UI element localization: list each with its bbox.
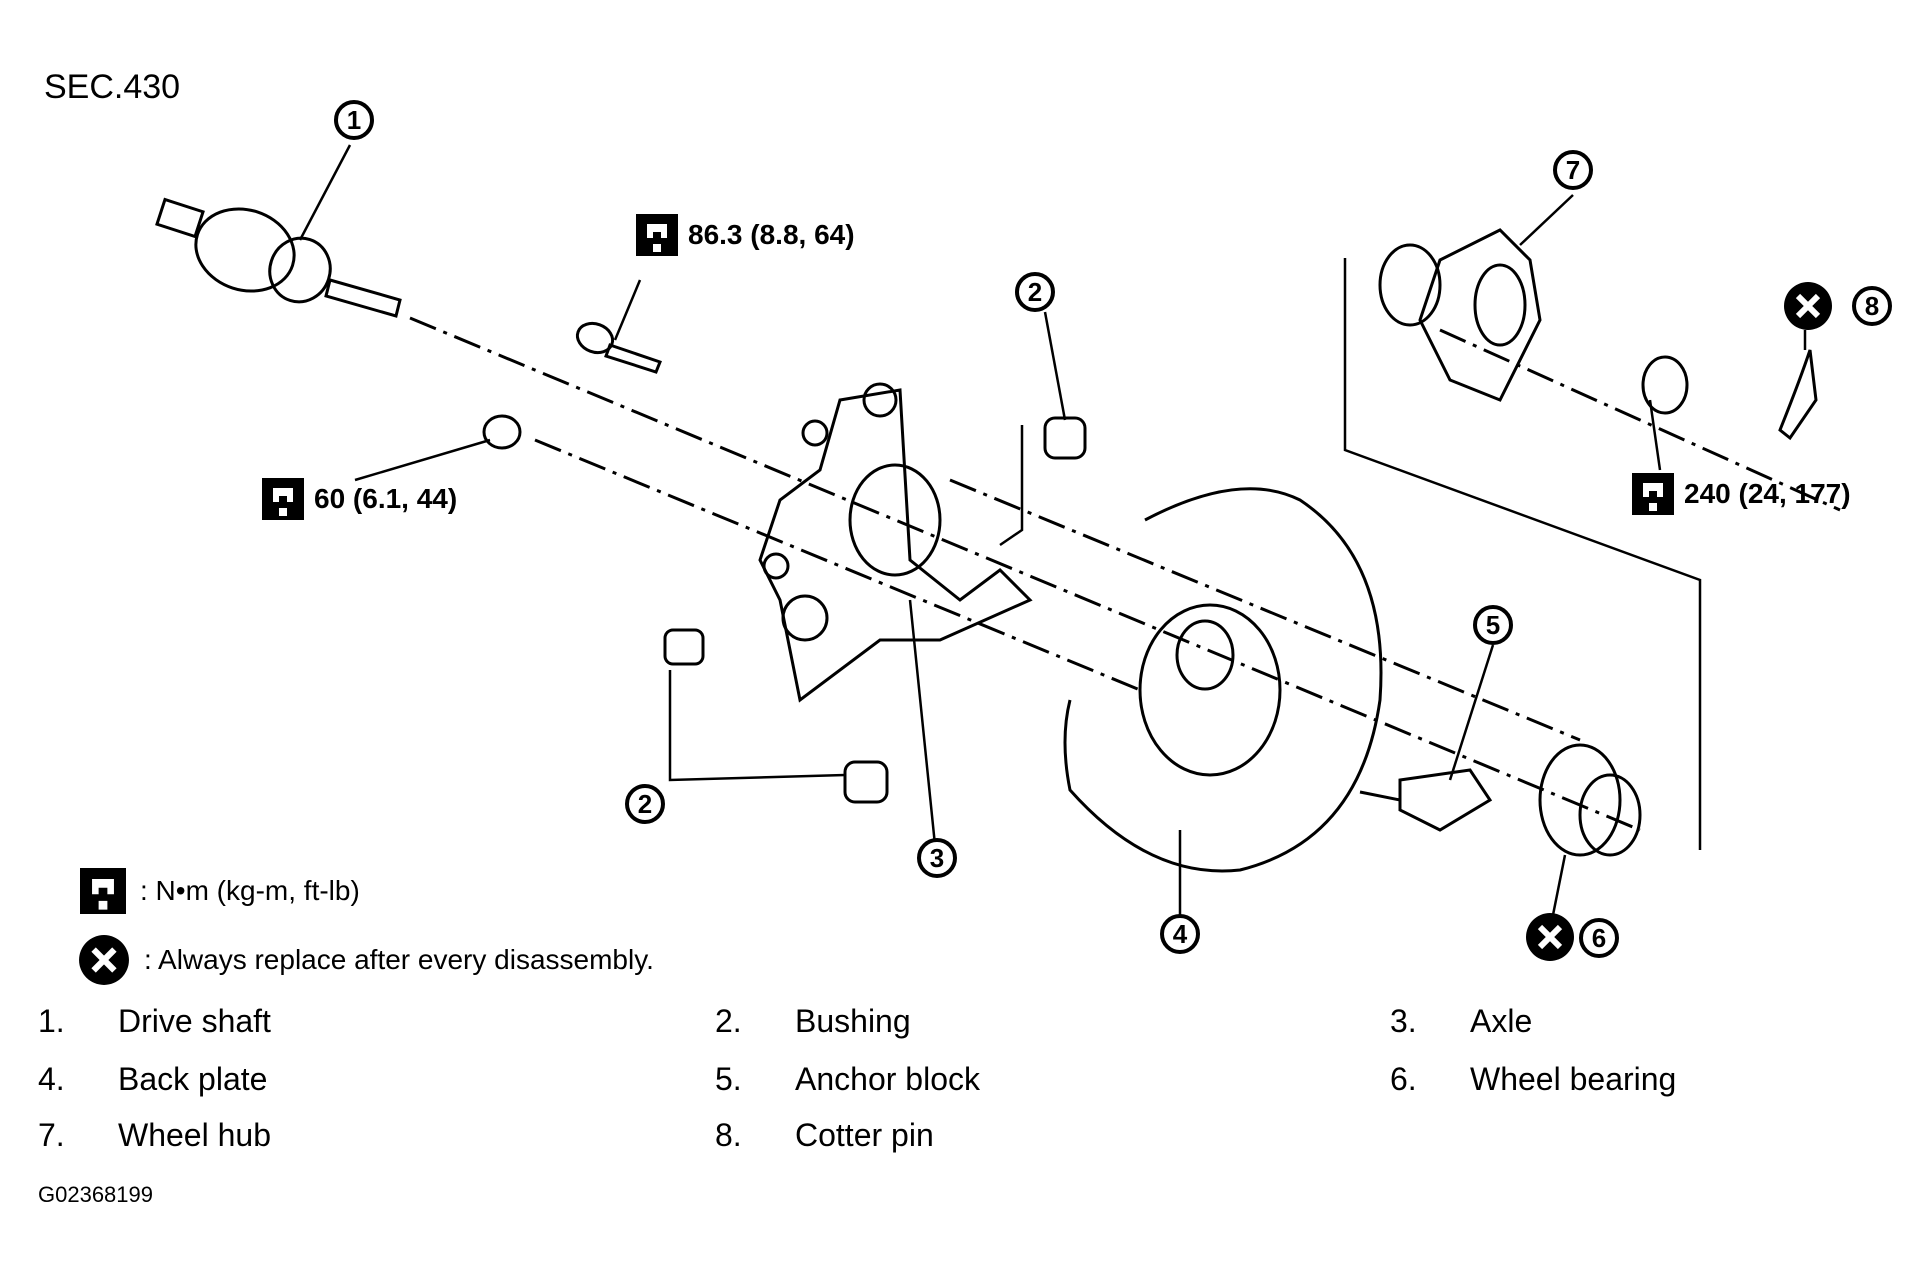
part-name: Bushing xyxy=(795,1003,911,1039)
part-item: 5.Anchor block xyxy=(715,1061,980,1097)
nut-shape xyxy=(482,414,522,450)
part-name: Wheel hub xyxy=(118,1117,271,1153)
torque-wrench-icon xyxy=(636,214,678,256)
section-label: SEC.430 xyxy=(44,68,181,106)
replace-x-icon xyxy=(1526,913,1574,961)
torque-hub-nut: 240 (24, 177) xyxy=(1632,473,1851,515)
callout-1: 1 xyxy=(334,100,374,140)
cotter-pin-shape xyxy=(1778,349,1818,441)
torque-wrench-icon xyxy=(1632,473,1674,515)
callout-2-lower: 2 xyxy=(625,784,665,824)
part-item: 7.Wheel hub xyxy=(38,1117,271,1153)
axle-knuckle-shape xyxy=(758,382,1033,703)
callout-2-upper: 2 xyxy=(1015,272,1055,312)
center-lines xyxy=(409,316,1841,832)
torque-value: 240 (24, 177) xyxy=(1684,478,1851,509)
replace-x-icon xyxy=(79,935,129,985)
part-name: Anchor block xyxy=(795,1061,980,1097)
callout-3: 3 xyxy=(917,838,957,878)
part-item: 2.Bushing xyxy=(715,1003,911,1039)
part-item: 8.Cotter pin xyxy=(715,1117,934,1153)
callout-8: 8 xyxy=(1852,286,1892,326)
wheel-hub-shape xyxy=(1378,228,1689,415)
legend-replace-text: : Always replace after every disassembly… xyxy=(144,944,654,975)
back-plate-shape xyxy=(1063,487,1383,873)
torque-knuckle-nut: 60 (6.1, 44) xyxy=(262,478,457,520)
legend-torque-text: : N•m (kg-m, ft-lb) xyxy=(140,875,360,906)
callout-4: 4 xyxy=(1160,914,1200,954)
legend-torque: : N•m (kg-m, ft-lb) xyxy=(80,868,360,914)
part-item: 4.Back plate xyxy=(38,1061,268,1097)
part-name: Wheel bearing xyxy=(1470,1061,1677,1097)
callout-7: 7 xyxy=(1553,150,1593,190)
bracket-lines xyxy=(668,258,1702,850)
drive-shaft-shape xyxy=(155,197,402,318)
torque-knuckle-bolt: 86.3 (8.8, 64) xyxy=(636,214,855,256)
leader-lines xyxy=(298,144,1807,916)
torque-wrench-icon xyxy=(80,868,126,914)
part-item: 3.Axle xyxy=(1390,1003,1533,1039)
bolt-shape xyxy=(575,321,662,374)
callout-6: 6 xyxy=(1579,918,1619,958)
wheel-bearing-shape xyxy=(1538,743,1642,857)
torque-value: 60 (6.1, 44) xyxy=(314,483,458,514)
part-name: Drive shaft xyxy=(118,1003,271,1039)
part-item: 1.Drive shaft xyxy=(38,1003,271,1039)
part-name: Axle xyxy=(1470,1003,1533,1039)
legend-replace: : Always replace after every disassembly… xyxy=(78,934,654,986)
part-item: 6.Wheel bearing xyxy=(1390,1061,1677,1097)
part-name: Back plate xyxy=(118,1061,268,1097)
anchor-block-shape xyxy=(1359,768,1493,832)
callout-5: 5 xyxy=(1473,605,1513,645)
torque-wrench-icon xyxy=(262,478,304,520)
replace-x-icon xyxy=(1784,282,1832,330)
part-name: Cotter pin xyxy=(795,1117,934,1153)
torque-value: 86.3 (8.8, 64) xyxy=(688,219,855,250)
figure-id: G02368199 xyxy=(38,1182,153,1207)
